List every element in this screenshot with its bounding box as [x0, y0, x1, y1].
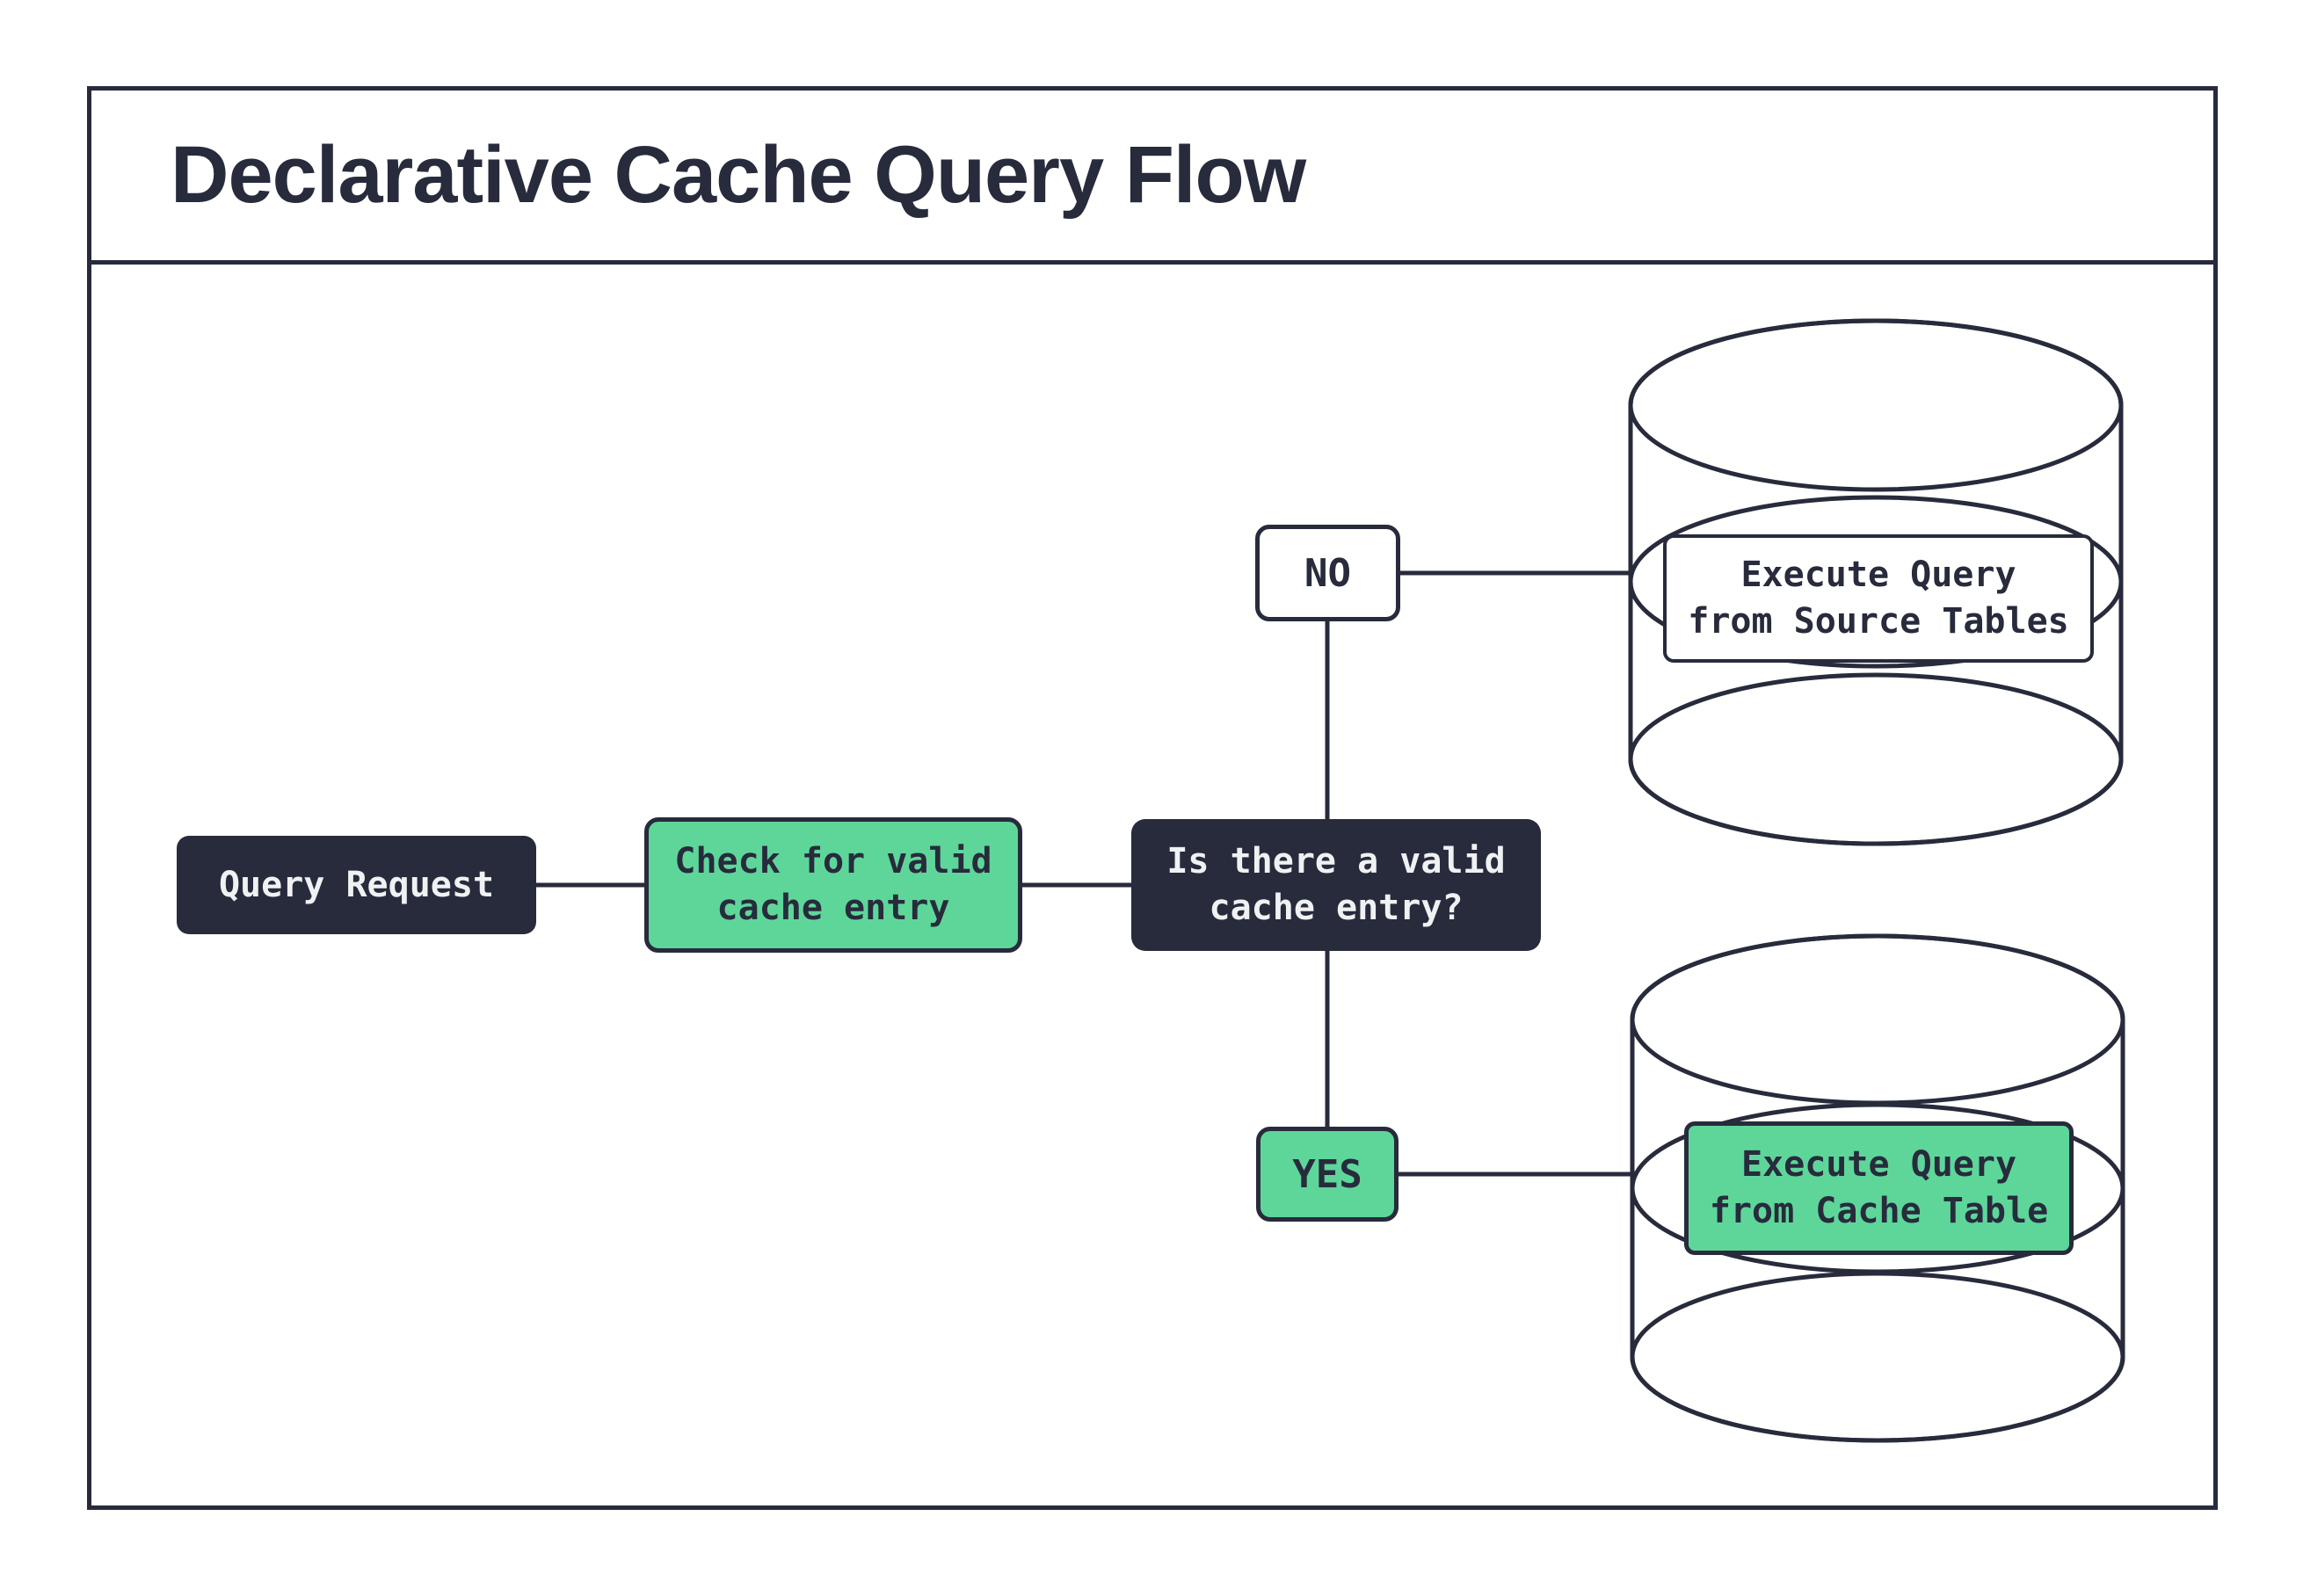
node-check-cache-line1: Check for valid: [674, 841, 992, 881]
node-decision-line1: Is there a valid: [1166, 841, 1506, 881]
page-title: Declarative Cache Query Flow: [171, 130, 1306, 220]
node-no-label: NO: [1255, 525, 1400, 621]
node-execute-source: Execute Query from Source Tables: [1663, 534, 2094, 663]
node-execute-cache-line1: Execute Query: [1740, 1144, 2017, 1185]
node-execute-source-line1: Execute Query: [1740, 555, 2016, 595]
node-check-cache-line2: cache entry: [716, 888, 950, 928]
node-query-request: Query Request: [177, 836, 536, 934]
node-yes-text: YES: [1292, 1151, 1362, 1197]
node-no-text: NO: [1304, 550, 1351, 596]
node-execute-source-line2: from Source Tables: [1688, 601, 2069, 642]
node-query-request-label: Query Request: [218, 864, 495, 905]
node-decision: Is there a valid cache entry?: [1131, 819, 1541, 951]
node-execute-cache: Execute Query from Cache Table: [1684, 1121, 2074, 1255]
node-execute-cache-line2: from Cache Table: [1709, 1191, 2049, 1231]
node-yes-label: YES: [1256, 1127, 1399, 1222]
diagram-header: Declarative Cache Query Flow: [87, 86, 2218, 265]
node-check-cache: Check for valid cache entry: [644, 817, 1022, 953]
node-decision-line2: cache entry?: [1209, 888, 1464, 928]
